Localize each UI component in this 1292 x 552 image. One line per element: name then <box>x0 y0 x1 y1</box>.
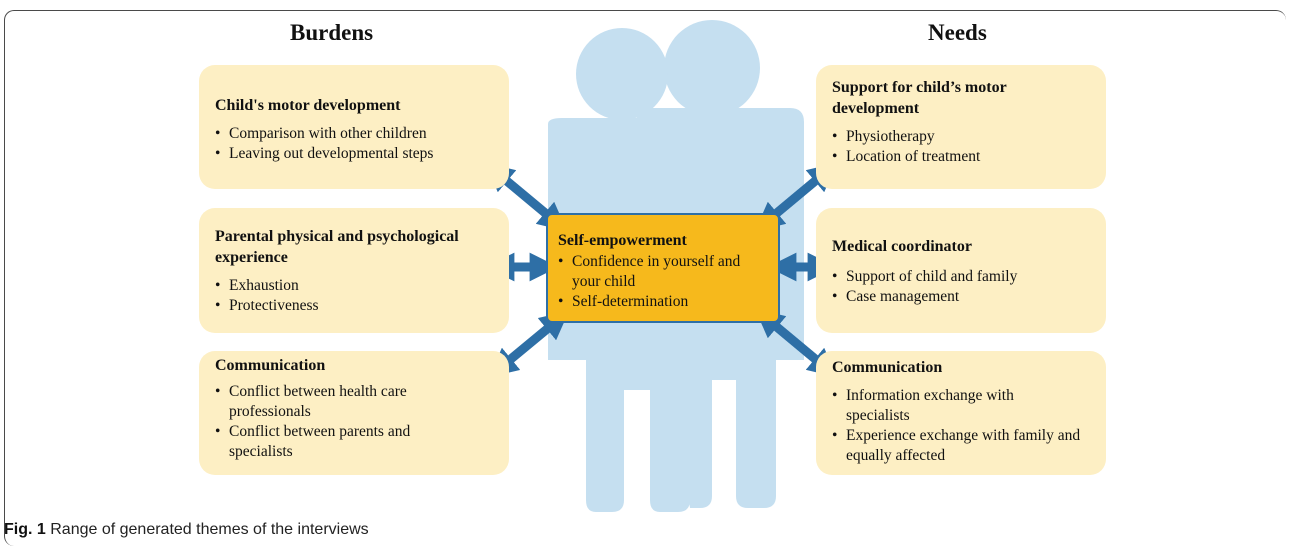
burden-box-parental-experience: Parental physical and psychological expe… <box>199 208 509 333</box>
need-title: Communication <box>832 359 943 376</box>
need-item: Location of treatment <box>832 147 1096 167</box>
burden-title: Parental physical and psychological expe… <box>215 228 459 266</box>
caption-text: Range of generated themes of the intervi… <box>50 521 369 538</box>
need-item: Support of child and family <box>832 267 1096 287</box>
need-item: Information exchange with specialists <box>832 386 1051 426</box>
need-box-motor-support: Support for child’s motor development Ph… <box>816 65 1106 189</box>
arrow-need-3 <box>754 308 838 378</box>
burden-title: Child's motor development <box>215 97 401 114</box>
need-title: Medical coordinator <box>832 238 972 255</box>
figure-caption: Fig. 1 Range of generated themes of the … <box>4 521 369 539</box>
need-item: Physiotherapy <box>832 127 1096 147</box>
need-box-medical-coordinator: Medical coordinator Support of child and… <box>816 208 1106 333</box>
burden-item: Conflict between parents and specialists <box>215 422 459 462</box>
burdens-heading: Burdens <box>290 20 374 45</box>
burden-item: Conflict between health care professiona… <box>215 382 429 422</box>
burden-box-motor-development: Child's motor development Comparison wit… <box>199 65 509 189</box>
burden-item: Comparison with other children <box>215 124 499 144</box>
need-box-communication: Communication Information exchange with … <box>816 351 1106 475</box>
burden-item: Protectiveness <box>215 296 499 316</box>
arrow-burden-3 <box>488 310 570 378</box>
caption-label: Fig. 1 <box>4 521 46 538</box>
burden-item: Exhaustion <box>215 276 499 296</box>
need-item: Experience exchange with family and equa… <box>832 426 1086 466</box>
burden-title: Communication <box>215 357 326 374</box>
center-self-empowerment-box: Self-empowerment Confidence in yourself … <box>546 213 780 323</box>
needs-heading: Needs <box>928 20 987 45</box>
burden-box-communication: Communication Conflict between health ca… <box>199 351 509 475</box>
need-item: Case management <box>832 287 1096 307</box>
burden-item: Leaving out developmental steps <box>215 144 499 164</box>
center-title: Self-empowerment <box>558 232 687 249</box>
need-title: Support for child’s motor development <box>832 79 1007 117</box>
center-item: Self-determination <box>558 292 770 312</box>
center-item: Confidence in yourself and your child <box>558 252 762 292</box>
figure-frame <box>4 10 1286 546</box>
